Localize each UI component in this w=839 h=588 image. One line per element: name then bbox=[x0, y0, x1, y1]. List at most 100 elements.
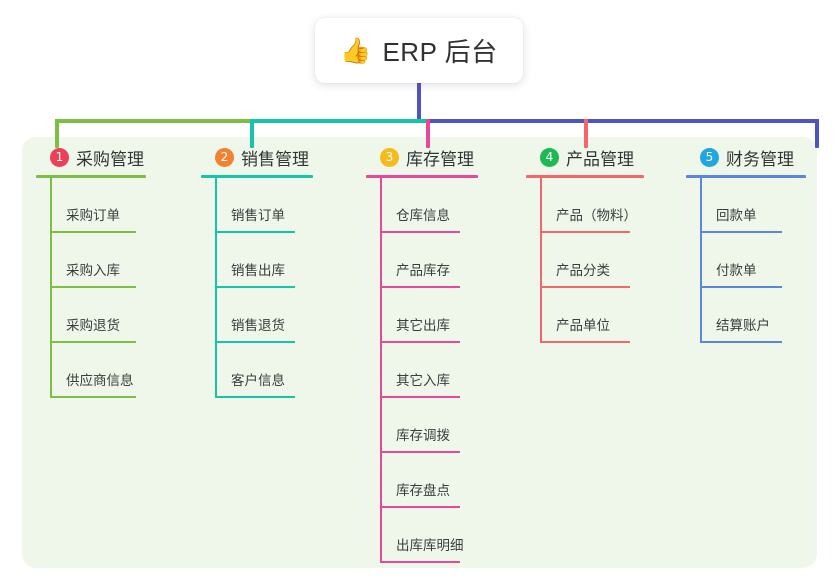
leaf-item-label: 产品（物料） bbox=[556, 208, 637, 223]
leaf-list: 销售订单销售出库销售退货客户信息 bbox=[201, 178, 319, 398]
leaf-item-label: 库存调拨 bbox=[396, 428, 450, 443]
branch-spine bbox=[700, 178, 702, 343]
leaf-item-label: 采购入库 bbox=[66, 263, 120, 278]
branch-spine bbox=[215, 178, 217, 398]
leaf-item[interactable]: 供应商信息 bbox=[36, 343, 162, 398]
branch-header-2[interactable]: 2 销售管理 bbox=[201, 145, 319, 169]
leaf-item-rule bbox=[215, 341, 295, 343]
leaf-item-label: 采购订单 bbox=[66, 208, 120, 223]
leaf-item[interactable]: 出库库明细 bbox=[366, 508, 484, 563]
leaf-item[interactable]: 产品库存 bbox=[366, 233, 484, 288]
leaf-item-label: 结算账户 bbox=[716, 318, 770, 333]
leaf-item-rule bbox=[700, 286, 782, 288]
leaf-item-label: 其它出库 bbox=[396, 318, 450, 333]
leaf-item-rule bbox=[50, 231, 136, 233]
branch-number-badge: 5 bbox=[700, 147, 719, 167]
branch-column-3: 3 库存管理仓库信息产品库存其它出库其它入库库存调拨库存盘点出库库明细 bbox=[366, 145, 484, 563]
leaf-item-rule bbox=[380, 561, 460, 563]
branch-title: 库存管理 bbox=[406, 149, 474, 169]
branch-spine bbox=[380, 178, 382, 563]
branch-header-rule bbox=[686, 175, 806, 178]
leaf-item[interactable]: 产品单位 bbox=[526, 288, 650, 343]
leaf-list: 产品（物料） 产品分类产品单位 bbox=[526, 178, 650, 343]
branch-title: 销售管理 bbox=[241, 149, 309, 169]
branch-spine bbox=[50, 178, 52, 398]
leaf-item[interactable]: 采购入库 bbox=[36, 233, 162, 288]
leaf-item-label: 库存盘点 bbox=[396, 483, 450, 498]
leaf-item-label: 销售订单 bbox=[231, 208, 285, 223]
leaf-item-rule bbox=[380, 341, 460, 343]
branch-number-badge: 2 bbox=[215, 147, 234, 167]
leaf-item-label: 回款单 bbox=[716, 208, 757, 223]
leaf-item[interactable]: 其它出库 bbox=[366, 288, 484, 343]
leaf-item[interactable]: 其它入库 bbox=[366, 343, 484, 398]
leaf-item-rule bbox=[540, 231, 630, 233]
leaf-item-rule bbox=[215, 396, 295, 398]
leaf-item[interactable]: 销售出库 bbox=[201, 233, 319, 288]
leaf-item[interactable]: 仓库信息 bbox=[366, 178, 484, 233]
branch-spine bbox=[540, 178, 542, 343]
leaf-item-label: 供应商信息 bbox=[66, 373, 134, 388]
leaf-item[interactable]: 销售退货 bbox=[201, 288, 319, 343]
branch-stub-4 bbox=[584, 119, 588, 148]
leaf-item-rule bbox=[50, 396, 136, 398]
leaf-item[interactable]: 库存盘点 bbox=[366, 453, 484, 508]
leaf-item-label: 客户信息 bbox=[231, 373, 285, 388]
trunk-segment-teal bbox=[253, 119, 429, 123]
leaf-item-rule bbox=[700, 341, 782, 343]
leaf-list: 回款单付款单结算账户 bbox=[686, 178, 812, 343]
leaf-item[interactable]: 客户信息 bbox=[201, 343, 319, 398]
leaf-item-label: 产品库存 bbox=[396, 263, 450, 278]
leaf-item-rule bbox=[380, 506, 460, 508]
leaf-item[interactable]: 销售订单 bbox=[201, 178, 319, 233]
leaf-item[interactable]: 结算账户 bbox=[686, 288, 812, 343]
branch-header-rule bbox=[526, 175, 644, 178]
leaf-item-rule bbox=[215, 286, 295, 288]
leaf-item-rule bbox=[540, 286, 630, 288]
leaf-item[interactable]: 采购退货 bbox=[36, 288, 162, 343]
leaf-item[interactable]: 付款单 bbox=[686, 233, 812, 288]
leaf-list: 采购订单采购入库采购退货供应商信息 bbox=[36, 178, 162, 398]
branch-title: 财务管理 bbox=[726, 149, 794, 169]
branch-stub-3 bbox=[426, 119, 430, 148]
branch-number-badge: 3 bbox=[380, 147, 399, 167]
thumbs-up-icon: 👍 bbox=[340, 37, 372, 65]
diagram-panel-background bbox=[22, 137, 817, 568]
branch-header-rule bbox=[201, 175, 313, 178]
leaf-item-rule bbox=[215, 231, 295, 233]
leaf-item-label: 销售退货 bbox=[231, 318, 285, 333]
leaf-item-rule bbox=[50, 286, 136, 288]
branch-column-2: 2 销售管理销售订单销售出库销售退货客户信息 bbox=[201, 145, 319, 398]
leaf-item-label: 产品单位 bbox=[556, 318, 610, 333]
leaf-item-rule bbox=[540, 341, 630, 343]
branch-stub-5 bbox=[815, 119, 819, 148]
leaf-item[interactable]: 回款单 bbox=[686, 178, 812, 233]
leaf-item-label: 销售出库 bbox=[231, 263, 285, 278]
leaf-item-label: 出库库明细 bbox=[396, 538, 464, 553]
leaf-item-rule bbox=[380, 451, 460, 453]
trunk-connector bbox=[417, 80, 421, 123]
leaf-item-label: 付款单 bbox=[716, 263, 757, 278]
leaf-item-rule bbox=[380, 396, 460, 398]
branch-header-rule bbox=[36, 175, 146, 178]
leaf-item[interactable]: 产品（物料） bbox=[526, 178, 650, 233]
trunk-segment-blue bbox=[427, 119, 819, 123]
branch-header-3[interactable]: 3 库存管理 bbox=[366, 145, 484, 169]
branch-title: 产品管理 bbox=[566, 149, 634, 169]
root-node[interactable]: 👍 ERP 后台 bbox=[315, 18, 523, 83]
leaf-item-rule bbox=[380, 231, 460, 233]
leaf-item-rule bbox=[50, 341, 136, 343]
leaf-item-label: 采购退货 bbox=[66, 318, 120, 333]
branch-header-5[interactable]: 5 财务管理 bbox=[686, 145, 812, 169]
leaf-item[interactable]: 采购订单 bbox=[36, 178, 162, 233]
leaf-item[interactable]: 产品分类 bbox=[526, 233, 650, 288]
leaf-item-label: 仓库信息 bbox=[396, 208, 450, 223]
leaf-item[interactable]: 库存调拨 bbox=[366, 398, 484, 453]
root-node-title: ERP 后台 bbox=[382, 37, 498, 67]
branch-column-5: 5 财务管理回款单付款单结算账户 bbox=[686, 145, 812, 343]
leaf-list: 仓库信息产品库存其它出库其它入库库存调拨库存盘点出库库明细 bbox=[366, 178, 484, 563]
